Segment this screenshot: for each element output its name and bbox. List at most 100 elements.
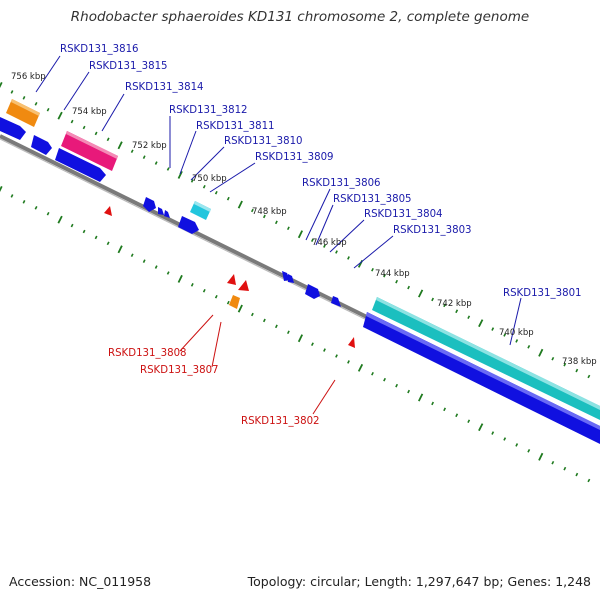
cds-forward[interactable] [158,207,164,215]
ruler-minor-tick [443,407,447,412]
gene-label-forward[interactable]: RSKD131_3811 [196,121,275,132]
ruler-label: 740 kbp [499,328,534,338]
ruler-minor-tick [106,137,110,142]
gene-cyan[interactable] [190,201,211,220]
gene-teal-highlight [376,297,600,410]
ruler-major-tick [417,289,424,298]
ruler-major-tick [117,141,123,150]
ruler-minor-tick [22,96,26,100]
ruler-label: 742 kbp [437,299,472,309]
ruler-minor-tick [106,241,110,246]
gene-magenta[interactable] [61,131,118,171]
ruler-label: 744 kbp [375,269,410,279]
gene-label-forward[interactable]: RSKD131_3815 [89,61,168,72]
forward-gene-labels: RSKD131_3816 RSKD131_3815 RSKD131_3814 R… [60,44,582,299]
ruler-minor-tick [34,102,38,106]
ruler-minor-tick [503,333,507,337]
cds-forward[interactable] [55,148,106,182]
cds-forward[interactable] [164,210,170,218]
ruler-major-tick [0,185,3,193]
ruler-minor-tick [166,271,170,275]
gene-label-forward[interactable]: RSKD131_3806 [302,178,381,189]
ruler-major-tick [538,452,544,461]
ruler-major-tick [57,215,63,224]
ruler-minor-tick [431,401,435,406]
ruler-minor-tick [455,413,459,418]
ruler-major-tick [0,81,3,89]
gene-label-forward[interactable]: RSKD131_3804 [364,209,443,220]
cds-reverse[interactable] [227,274,236,285]
ruler-minor-tick [250,312,254,317]
ruler-minor-tick [10,194,14,198]
gene-orange[interactable] [6,99,40,127]
ruler-minor-tick [527,345,531,349]
ruler-major-tick [57,111,63,120]
ruler-minor-tick [310,238,314,242]
gene-teal[interactable] [372,297,600,420]
cds-forward[interactable] [0,117,26,140]
cds-forward[interactable] [305,284,320,299]
ruler-minor-tick [46,211,50,216]
cds-forward[interactable] [288,274,294,283]
ruler-minor-tick [274,324,278,329]
cds-reverse[interactable] [238,280,249,291]
gene-label-forward[interactable]: RSKD131_3814 [125,82,204,93]
ruler-minor-tick [527,449,531,453]
ruler-minor-tick [70,223,74,228]
ruler-minor-tick [142,155,146,159]
ruler-minor-tick [10,90,14,94]
ruler-minor-tick [491,431,495,435]
gene-label-forward[interactable]: RSKD131_3803 [393,225,472,236]
ruler-minor-tick [154,161,158,165]
ruler-minor-tick [82,125,86,130]
cds-forward[interactable] [143,197,156,212]
cds-forward[interactable] [178,216,199,234]
ruler-label-group: 756 kbp 754 kbp 752 kbp 750 kbp 748 kbp … [11,72,597,367]
cds-reverse[interactable] [348,337,355,348]
gene-label-forward[interactable]: RSKD131_3812 [169,105,248,116]
ruler-minor-tick [226,196,230,201]
ruler-minor-tick [310,342,314,346]
ruler-label: 738 kbp [562,357,597,367]
cds-forward[interactable] [31,135,52,155]
ruler-minor-tick [214,294,218,299]
ruler-minor-tick [323,348,326,352]
gene-label-reverse[interactable]: RSKD131_3802 [241,416,320,427]
gene-magenta-highlight [66,131,118,159]
ruler-minor-tick [46,107,50,112]
ruler-minor-tick [130,149,134,153]
cds-forward[interactable] [331,296,341,307]
ruler-minor-tick [262,318,266,323]
ruler-minor-tick [371,371,374,376]
gene-label-reverse[interactable]: RSKD131_3808 [108,348,187,359]
ruler-minor-tick [395,383,399,388]
ruler-major-tick [297,230,304,239]
ruler-minor-tick [395,279,399,284]
gene-label-reverse[interactable]: RSKD131_3807 [140,365,219,376]
ruler-minor-tick [383,273,387,278]
cds-reverse[interactable] [104,206,112,216]
ruler-minor-tick [286,226,290,231]
gene-label-forward[interactable]: RSKD131_3801 [503,288,582,299]
ruler-minor-tick [455,309,459,314]
ruler-minor-tick [587,374,591,379]
ruler-minor-tick [551,356,555,361]
ruler-minor-tick [347,256,350,260]
gene-label-forward[interactable]: RSKD131_3805 [333,194,412,205]
map-title: Rhodobacter sphaeroides KD131 chromosome… [70,9,530,25]
ruler-minor-tick [34,206,38,210]
gene-label-forward[interactable]: RSKD131_3810 [224,136,303,147]
ruler-minor-tick [551,460,555,465]
gene-label-forward[interactable]: RSKD131_3816 [60,44,139,55]
cds-forward-highlight [366,312,600,430]
ruler-minor-tick [407,389,411,394]
cds-forward[interactable] [363,312,600,444]
gene-orange-small[interactable] [229,295,240,309]
colored-gene-track [6,99,600,420]
ruler-minor-tick [286,330,290,335]
gene-label-forward[interactable]: RSKD131_3809 [255,152,334,163]
ruler-minor-tick [70,119,74,124]
ruler-minor-tick [431,297,435,302]
ruler-minor-tick [515,339,519,343]
